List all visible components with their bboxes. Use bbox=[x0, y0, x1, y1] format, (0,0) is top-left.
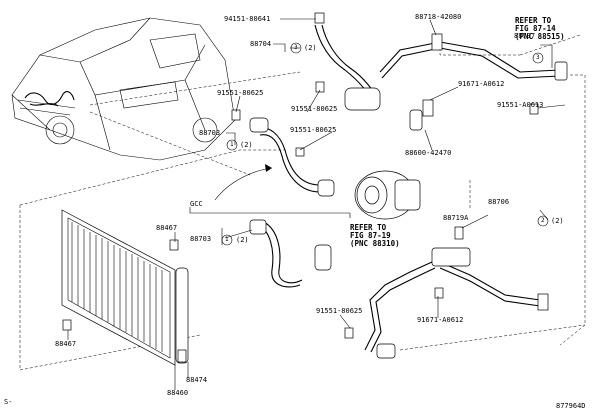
callout-refer-top-1: REFER TO bbox=[515, 16, 552, 25]
callout-88703-top-circle: 1 bbox=[230, 141, 234, 148]
engine-bay-lines bbox=[24, 91, 75, 107]
callout-refer-mid-2: FIG 87-19 bbox=[350, 231, 391, 240]
footer-left: S- bbox=[4, 398, 13, 406]
callout-91671-top: 91671-A0612 bbox=[458, 80, 505, 88]
callout-88718-42080: 88718-42080 bbox=[415, 13, 462, 21]
callout-88704: 88704 bbox=[250, 40, 272, 48]
vehicle-illustration bbox=[11, 17, 236, 161]
callout-88704-ref: (2) bbox=[304, 44, 317, 52]
condenser bbox=[61, 209, 189, 366]
callout-88703-bot: 88703 bbox=[190, 235, 212, 243]
callout-gcc: GCC bbox=[190, 200, 203, 208]
liquid-tube bbox=[364, 247, 549, 359]
gcc-arrow bbox=[214, 167, 273, 201]
suction-hose-top bbox=[314, 12, 568, 111]
callout-88703-top-ref: (2) bbox=[240, 141, 253, 149]
callout-88474: 88474 bbox=[186, 376, 208, 384]
leader-dashes bbox=[19, 34, 586, 371]
callout-88706-circle: 2 bbox=[541, 217, 545, 224]
discharge-hose-upper bbox=[249, 117, 335, 197]
callout-91671-bot: 91671-A0612 bbox=[417, 316, 464, 324]
callout-88707-circle: 3 bbox=[536, 54, 540, 61]
callout-88600-42470: 88600-42470 bbox=[405, 149, 452, 157]
callout-88707: 88707 bbox=[514, 32, 536, 40]
gcc-bracket bbox=[189, 207, 351, 218]
callout-88703-bot-circle: 1 bbox=[225, 236, 229, 243]
fittings bbox=[62, 81, 539, 339]
callout-leaders bbox=[67, 18, 566, 390]
gcc-arrow-head bbox=[265, 164, 272, 172]
callout-94151-80641: 94151-80641 bbox=[224, 15, 271, 23]
callout-91551-left: 91551-80625 bbox=[217, 89, 264, 97]
callout-88703-top: 88703 bbox=[199, 129, 221, 137]
callout-91551-mid: 91551-80625 bbox=[291, 105, 338, 113]
callout-refer-top-2: FIG 87-14 bbox=[515, 24, 556, 33]
callout-refer-top-3: (PNC 88515) bbox=[515, 32, 565, 41]
callout-88460: 88460 bbox=[167, 389, 189, 397]
callout-88719a: 88719A bbox=[443, 214, 469, 222]
discharge-hose-lower bbox=[249, 219, 332, 288]
callout-91551-bot: 91551-80625 bbox=[316, 307, 363, 315]
callout-88706-ref: (2) bbox=[551, 217, 564, 225]
callout-88467-top: 88467 bbox=[156, 224, 178, 232]
callout-refer-mid-1: REFER TO bbox=[350, 223, 387, 232]
callout-91551-right: 91551-A0613 bbox=[497, 101, 544, 109]
callout-88706: 88706 bbox=[488, 198, 510, 206]
callout-88467-bot: 88467 bbox=[55, 340, 77, 348]
reference-circles bbox=[221, 42, 549, 246]
callout-refer-mid-3: (PNC 88310) bbox=[350, 239, 400, 248]
compressor bbox=[354, 170, 421, 220]
figure-number: 877964D bbox=[556, 402, 586, 410]
callout-91551-mid2: 91551-80625 bbox=[290, 126, 337, 134]
callout-88704-circle: 3 bbox=[294, 44, 298, 51]
callout-88703-bot-ref: (2) bbox=[236, 236, 249, 244]
